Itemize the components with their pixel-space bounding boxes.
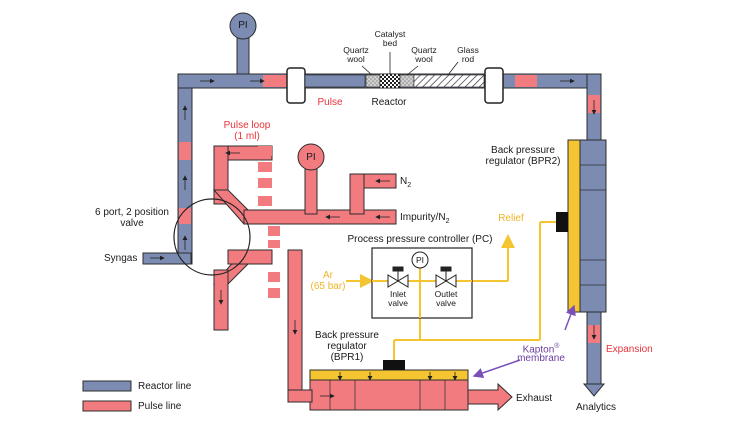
pulse-label: Pulse (317, 97, 343, 108)
syngas-label: Syngas (104, 253, 138, 264)
reactor-internals (304, 73, 485, 89)
kapton-membrane-label: membrane (517, 353, 565, 364)
ar-label: Ar (65 bar) (310, 270, 346, 292)
pi-pc-gauge (411, 251, 429, 269)
pi-pc-label: PI (415, 255, 425, 265)
legend-swatch-reactor (82, 380, 132, 392)
inlet-valve-label: Inlet valve (388, 289, 408, 308)
pulse-loop-sample (258, 146, 280, 298)
exhaust-label: Exhaust (516, 393, 553, 404)
legend (82, 380, 132, 412)
valve6-label: 6 port, 2 position valve (95, 207, 169, 229)
pc-label: Process pressure controller (PC) (347, 234, 493, 245)
bpr1-membrane (309, 369, 469, 381)
bpr1-internals (329, 380, 446, 410)
impurity-label: Impurity/N2 (400, 212, 450, 225)
legend-reactor-label: Reactor line (138, 381, 192, 392)
bpr1-cap (383, 360, 405, 370)
bpr1-label: Back pressure regulator (BPR1) (315, 330, 379, 363)
kapton-label: Kapton® (522, 343, 560, 356)
bpr2-internals (580, 164, 606, 286)
pi-top-gauge (229, 12, 257, 40)
pi-top-label: PI (238, 20, 248, 31)
analytics-arrow (582, 383, 606, 397)
inlet-valve-icon (387, 266, 409, 288)
bpr2-label: Back pressure regulator (BPR2) (485, 145, 561, 167)
glass-rod-label: Glass rod (457, 45, 479, 64)
bpr1-arrows (337, 372, 458, 381)
pi-pulse-label: PI (306, 152, 316, 163)
outlet-valve-icon (435, 266, 457, 288)
relief-label: Relief (498, 213, 524, 224)
pulse-loop-label: Pulse loop (1 ml) (223, 120, 271, 142)
quartz-wool-left-label: Quartz wool (343, 45, 369, 64)
six-port-valve (173, 198, 251, 276)
legend-swatch-pulse (82, 400, 132, 412)
kapton-arrows (472, 304, 576, 379)
expansion-label: Expansion (606, 344, 653, 355)
reactor-pointer-lines (361, 52, 459, 76)
reactor-label: Reactor (371, 97, 407, 108)
n2-label: N2 (400, 176, 412, 189)
bpr2-membrane (567, 139, 581, 313)
pi-pulse-gauge (297, 143, 325, 171)
legend-pulse-label: Pulse line (138, 401, 182, 412)
reactor-flow-arrows (150, 78, 597, 340)
analytics-label: Analytics (575, 402, 616, 413)
catalyst-bed-label: Catalyst bed (374, 29, 406, 48)
quartz-wool-right-label: Quartz wool (411, 45, 437, 64)
pulse-flow-arrows (218, 150, 390, 399)
bpr2-cap (556, 212, 568, 232)
outlet-valve-label: Outlet valve (434, 289, 458, 308)
